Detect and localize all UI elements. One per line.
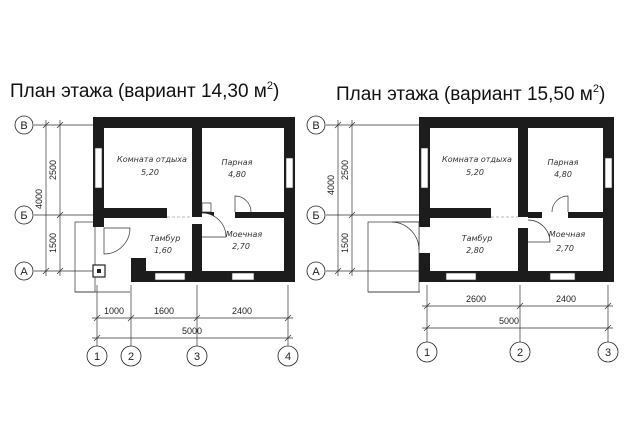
plan-1: План этажа (вариант 14,30 м2) В Б А 4000… [10,80,299,367]
dim-segment-2: 1600 [154,306,174,316]
room-steam-area: 4,80 [554,170,572,179]
plan-1-title: План этажа (вариант 14,30 м2) [10,80,279,102]
room-vestibule-name: Тамбур [462,234,493,243]
dim-segment-1: 1000 [104,306,124,316]
dim-segment-3: 2400 [232,306,252,316]
window [604,157,613,189]
axis-bubble-v: В [14,115,34,135]
plan-2-title: План этажа (вариант 15,50 м2) [336,83,605,105]
window [231,272,255,281]
room-vestibule-area: 1,60 [154,246,172,255]
window [154,272,186,281]
dim-upper-height: 2500 [340,160,350,180]
axis-bubble-3: 3 [597,341,619,363]
room-steam-name: Парная [222,158,253,167]
dim-total-width: 5000 [499,316,519,326]
room-rest-area: 5,20 [141,168,159,177]
dim-lower-height: 1500 [340,233,350,253]
door-swing [551,195,569,213]
svg-text:А: А [20,266,28,278]
walls [419,117,614,282]
axis-bubble-2: 2 [509,341,531,363]
axis-bubble-3: 3 [186,345,208,367]
door-swing [527,219,551,243]
room-wash-name: Моечная [549,230,586,239]
walls [93,117,295,282]
door-swing [201,212,227,238]
room-vestibule-area: 2,80 [466,246,484,255]
room-wash-name: Моечная [226,230,263,239]
door-swing [391,221,420,251]
window [420,147,429,189]
svg-text:Б: Б [312,210,319,222]
svg-text:Б: Б [20,210,27,222]
svg-text:1: 1 [94,351,100,363]
dim-segment-2: 2400 [556,294,576,304]
room-wash-area: 2,70 [232,242,250,251]
room-rest-area: 5,20 [466,168,484,177]
door-swing [103,227,131,255]
window [94,147,103,189]
svg-text:А: А [312,266,320,278]
dim-segment-1: 2600 [466,294,486,304]
svg-text:3: 3 [605,347,611,359]
window [549,272,576,281]
axis-bubble-v: В [306,115,326,135]
room-rest-name: Комната отдыха [442,155,512,164]
axis-bubble-a: А [306,261,326,281]
dim-total-height: 4000 [34,189,44,209]
svg-text:2: 2 [517,347,523,359]
room-vestibule-name: Тамбур [150,234,181,243]
svg-text:В: В [312,120,319,132]
dim-total-height: 4000 [326,175,336,195]
axis-bubble-b: Б [14,205,34,225]
svg-text:В: В [20,120,27,132]
svg-text:2: 2 [128,351,134,363]
svg-text:3: 3 [194,351,200,363]
axis-bubble-b: Б [306,205,326,225]
room-wash-area: 2,70 [556,244,574,253]
room-rest-name: Комната отдыха [117,155,187,164]
axis-bubble-1: 1 [86,345,108,367]
door-swing [234,195,252,213]
svg-text:4: 4 [285,351,291,363]
axis-bubble-a: А [14,261,34,281]
window [285,157,294,189]
axis-bubble-4: 4 [277,345,299,367]
dim-upper-height: 2500 [48,160,58,180]
axis-bubble-2: 2 [120,345,142,367]
window [445,272,477,281]
dim-total-width: 5000 [182,326,202,336]
dim-lower-height: 1500 [48,233,58,253]
axis-bubble-1: 1 [416,341,438,363]
room-steam-name: Парная [548,158,579,167]
svg-text:1: 1 [424,347,430,359]
plan-2: План этажа (вариант 15,50 м2) В Б А 4000… [306,83,619,363]
room-steam-area: 4,80 [228,170,246,179]
